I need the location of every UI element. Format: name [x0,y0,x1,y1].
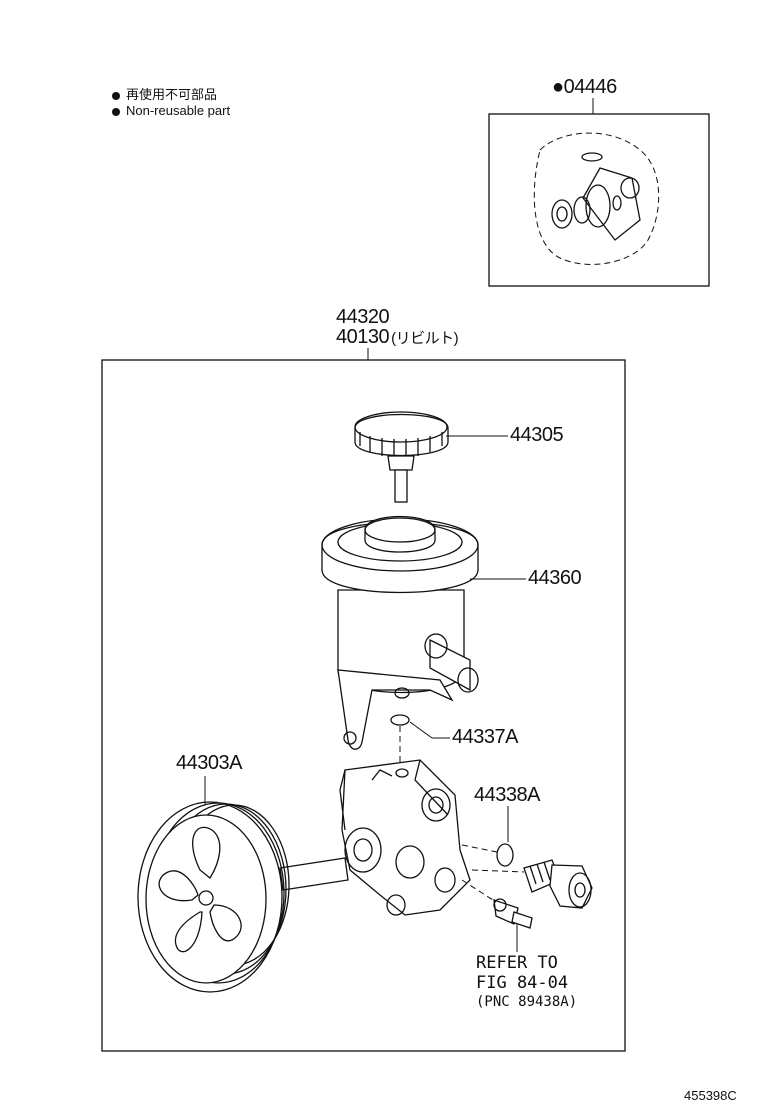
legend-en: Non-reusable part [112,103,230,118]
union-fitting [523,859,593,909]
reservoir-cap [354,411,449,503]
reservoir-tank [321,515,479,750]
rebuilt-note: (リビルト) [391,330,459,347]
bullet-icon [112,107,120,116]
switch-dash [461,879,497,903]
refer-line-1: REFER TO [476,953,558,973]
gasket-dash [461,844,498,853]
seal-kit-illustration [533,132,660,265]
oring-leader-a [409,721,433,739]
legend-jp-text: 再使用不可部品 [126,87,218,102]
assembly-box [101,359,626,1052]
legend-jp: 再使用不可部品 [112,84,217,103]
kit-box [488,113,710,287]
part-number-assy-a[interactable]: 44320 [336,306,390,328]
union-dash [471,869,525,873]
pump-body [339,759,471,916]
gasket-shape [496,843,514,867]
part-number-pulley[interactable]: 44303A [176,752,242,774]
bullet-icon [112,91,120,100]
part-number-oring[interactable]: 44337A [452,726,518,748]
part-number-kit[interactable]: ●04446 [552,76,617,98]
pulley [137,801,349,993]
figure-id: 455398C [684,1088,737,1103]
oring-shape [390,714,410,726]
part-number-gasket[interactable]: 44338A [474,784,540,806]
refer-line-3: (PNC 89438A) [476,994,578,1010]
refer-line-2[interactable]: FIG 84-04 [476,973,569,993]
legend-en-text: Non-reusable part [126,103,231,118]
part-number-cap[interactable]: 44305 [510,424,564,446]
part-number-reservoir[interactable]: 44360 [528,567,582,589]
part-number-assy-b: 40130(リビルト) [336,326,459,349]
pressure-switch [493,898,533,929]
part-number-assy-b-code[interactable]: 40130 [336,326,390,348]
